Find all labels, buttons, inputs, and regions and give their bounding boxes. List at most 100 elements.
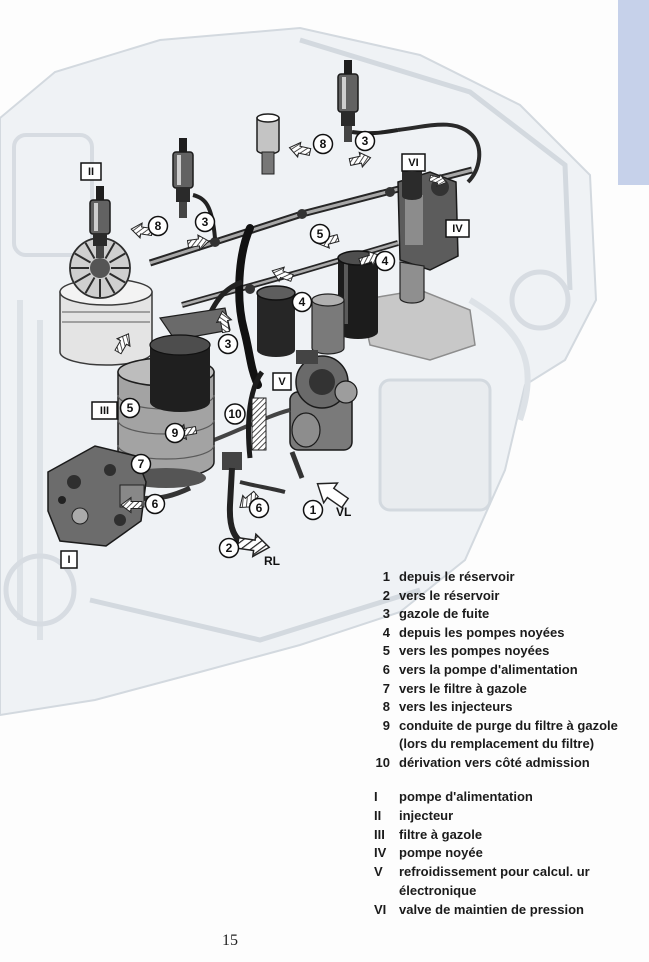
- injector-body: [172, 151, 194, 189]
- callout-2: 2: [218, 537, 240, 559]
- legend-key: VI: [374, 901, 387, 917]
- filter-bracket: [158, 307, 231, 341]
- legend-key-empty: [366, 735, 390, 754]
- pump-element-medium: [256, 285, 296, 357]
- callout-label: 4: [382, 254, 389, 268]
- callout-label: 4: [299, 295, 306, 309]
- callout-circle: [224, 403, 246, 425]
- callout-circle: [248, 497, 270, 519]
- legend-row-continuation: (lors du remplacement du filtre): [366, 735, 618, 754]
- filter-cap-top: [149, 334, 211, 356]
- engine-pulley: [509, 269, 571, 331]
- cooler-connector: [296, 350, 318, 364]
- legend-key: IV: [374, 845, 387, 861]
- injector-nut: [93, 234, 107, 246]
- callout-circle: [144, 493, 166, 515]
- filter-cap: [150, 345, 210, 412]
- callout-label: 3: [362, 134, 369, 148]
- callout-label: III: [100, 405, 109, 417]
- valve-cover-outline: [299, 37, 573, 291]
- callout-circle: [194, 211, 216, 233]
- callout-label: I: [67, 554, 70, 566]
- engine-lower-outline: [89, 587, 421, 643]
- legend-text: électronique: [399, 882, 477, 898]
- cylinder-top: [311, 293, 345, 307]
- callout-9: 9: [164, 422, 186, 444]
- callout-3: 3: [217, 333, 239, 355]
- callout-v: V: [272, 372, 292, 391]
- callout-box: [401, 153, 426, 172]
- feed-line: [239, 480, 286, 494]
- injector-nut: [176, 188, 190, 202]
- legend-key: 5: [382, 643, 390, 659]
- legend-text: injecteur: [399, 807, 454, 823]
- callout-label: 6: [152, 497, 159, 511]
- cylinder-body: [257, 293, 295, 357]
- callout-3: 3: [354, 130, 376, 152]
- injector-body: [89, 199, 111, 235]
- valve-body: [402, 168, 422, 200]
- legend-key: 6: [382, 661, 390, 677]
- callout-box: [80, 162, 102, 181]
- piston-rings: [62, 311, 150, 323]
- legend-key: 9: [382, 717, 390, 733]
- injector-tube: [256, 113, 280, 175]
- callout-label: VI: [408, 157, 418, 169]
- pump-element-tall: [337, 250, 379, 339]
- callout-6: 6: [144, 493, 166, 515]
- feed-pump-i: [47, 445, 147, 547]
- callout-circle: [217, 333, 239, 355]
- bypass-hatch: [251, 397, 267, 451]
- injector-nozzle: [344, 126, 352, 142]
- fuel-line-main: [235, 224, 262, 389]
- legend-key: 8: [382, 699, 390, 715]
- callout-circle: [374, 250, 396, 272]
- legend-text: pompe noyée: [399, 845, 483, 861]
- callout-7: 7: [130, 453, 152, 475]
- legend-key: 1: [382, 569, 390, 584]
- legend-text: dérivation vers côté admission: [399, 754, 590, 770]
- callout-circle: [119, 397, 141, 419]
- callout-box: [445, 219, 470, 238]
- callout-5: 5: [119, 397, 141, 419]
- legend-text: vers le filtre à gazole: [399, 680, 527, 696]
- legend-row: II injecteur: [374, 807, 590, 826]
- callout-label: 5: [317, 227, 324, 241]
- engine-casting-block: [378, 378, 492, 512]
- callout-box: [91, 401, 118, 420]
- legend-row-continuation: électronique: [374, 882, 590, 901]
- engine-casting-panel: [12, 133, 94, 257]
- page-number: 15: [222, 932, 238, 949]
- rail-fitting: [385, 187, 395, 197]
- injector-highlight: [177, 155, 181, 185]
- return-fitting: [222, 452, 242, 470]
- feed-pump-bolt: [67, 475, 81, 489]
- tube-connector: [261, 151, 275, 175]
- callout-6: 6: [248, 497, 270, 519]
- callout-label: 5: [127, 401, 134, 415]
- flow-label-vl: VL: [336, 505, 351, 519]
- callout-label: 2: [226, 541, 233, 555]
- callout-circle: [354, 130, 376, 152]
- callouts: II 8 3 8 3 VI IV 5: [60, 130, 470, 569]
- injector-cap: [96, 186, 104, 200]
- legend-key: 4: [382, 624, 390, 640]
- callout-label: 3: [202, 215, 209, 229]
- callout-circle: [312, 133, 334, 155]
- cooler-lower: [291, 412, 321, 448]
- legend-key: II: [374, 807, 382, 823]
- callout-5: 5: [309, 223, 331, 245]
- pump-to-filter-line: [139, 485, 192, 501]
- injector-nozzle: [179, 202, 187, 218]
- callout-label: 7: [138, 457, 145, 471]
- injector-line: [351, 128, 399, 136]
- legend-key: 2: [382, 587, 390, 603]
- legend-text: depuis le réservoir: [399, 569, 515, 584]
